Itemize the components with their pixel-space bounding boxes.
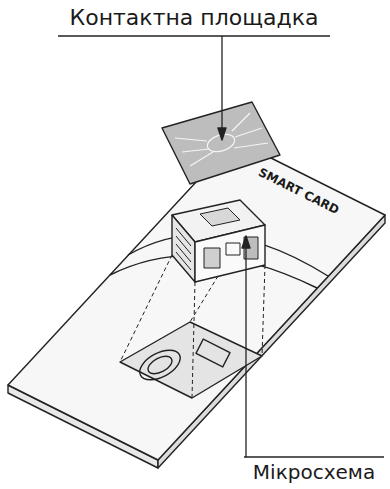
arrowhead bbox=[218, 128, 226, 140]
part-label: Мікросхема bbox=[253, 461, 375, 483]
chip-side bbox=[172, 215, 195, 282]
leader-line bbox=[221, 36, 222, 132]
slot-contact bbox=[145, 353, 175, 378]
slot-contact bbox=[196, 339, 230, 367]
slot-contact bbox=[135, 344, 185, 386]
arrowhead bbox=[242, 236, 250, 248]
label-underline bbox=[58, 35, 330, 36]
part-label: Контактна площадка bbox=[70, 6, 319, 30]
leader-line bbox=[245, 244, 246, 457]
label-overline bbox=[244, 456, 384, 457]
chip-front bbox=[195, 225, 265, 282]
card-body bbox=[8, 140, 385, 460]
chip-slot bbox=[120, 322, 262, 398]
